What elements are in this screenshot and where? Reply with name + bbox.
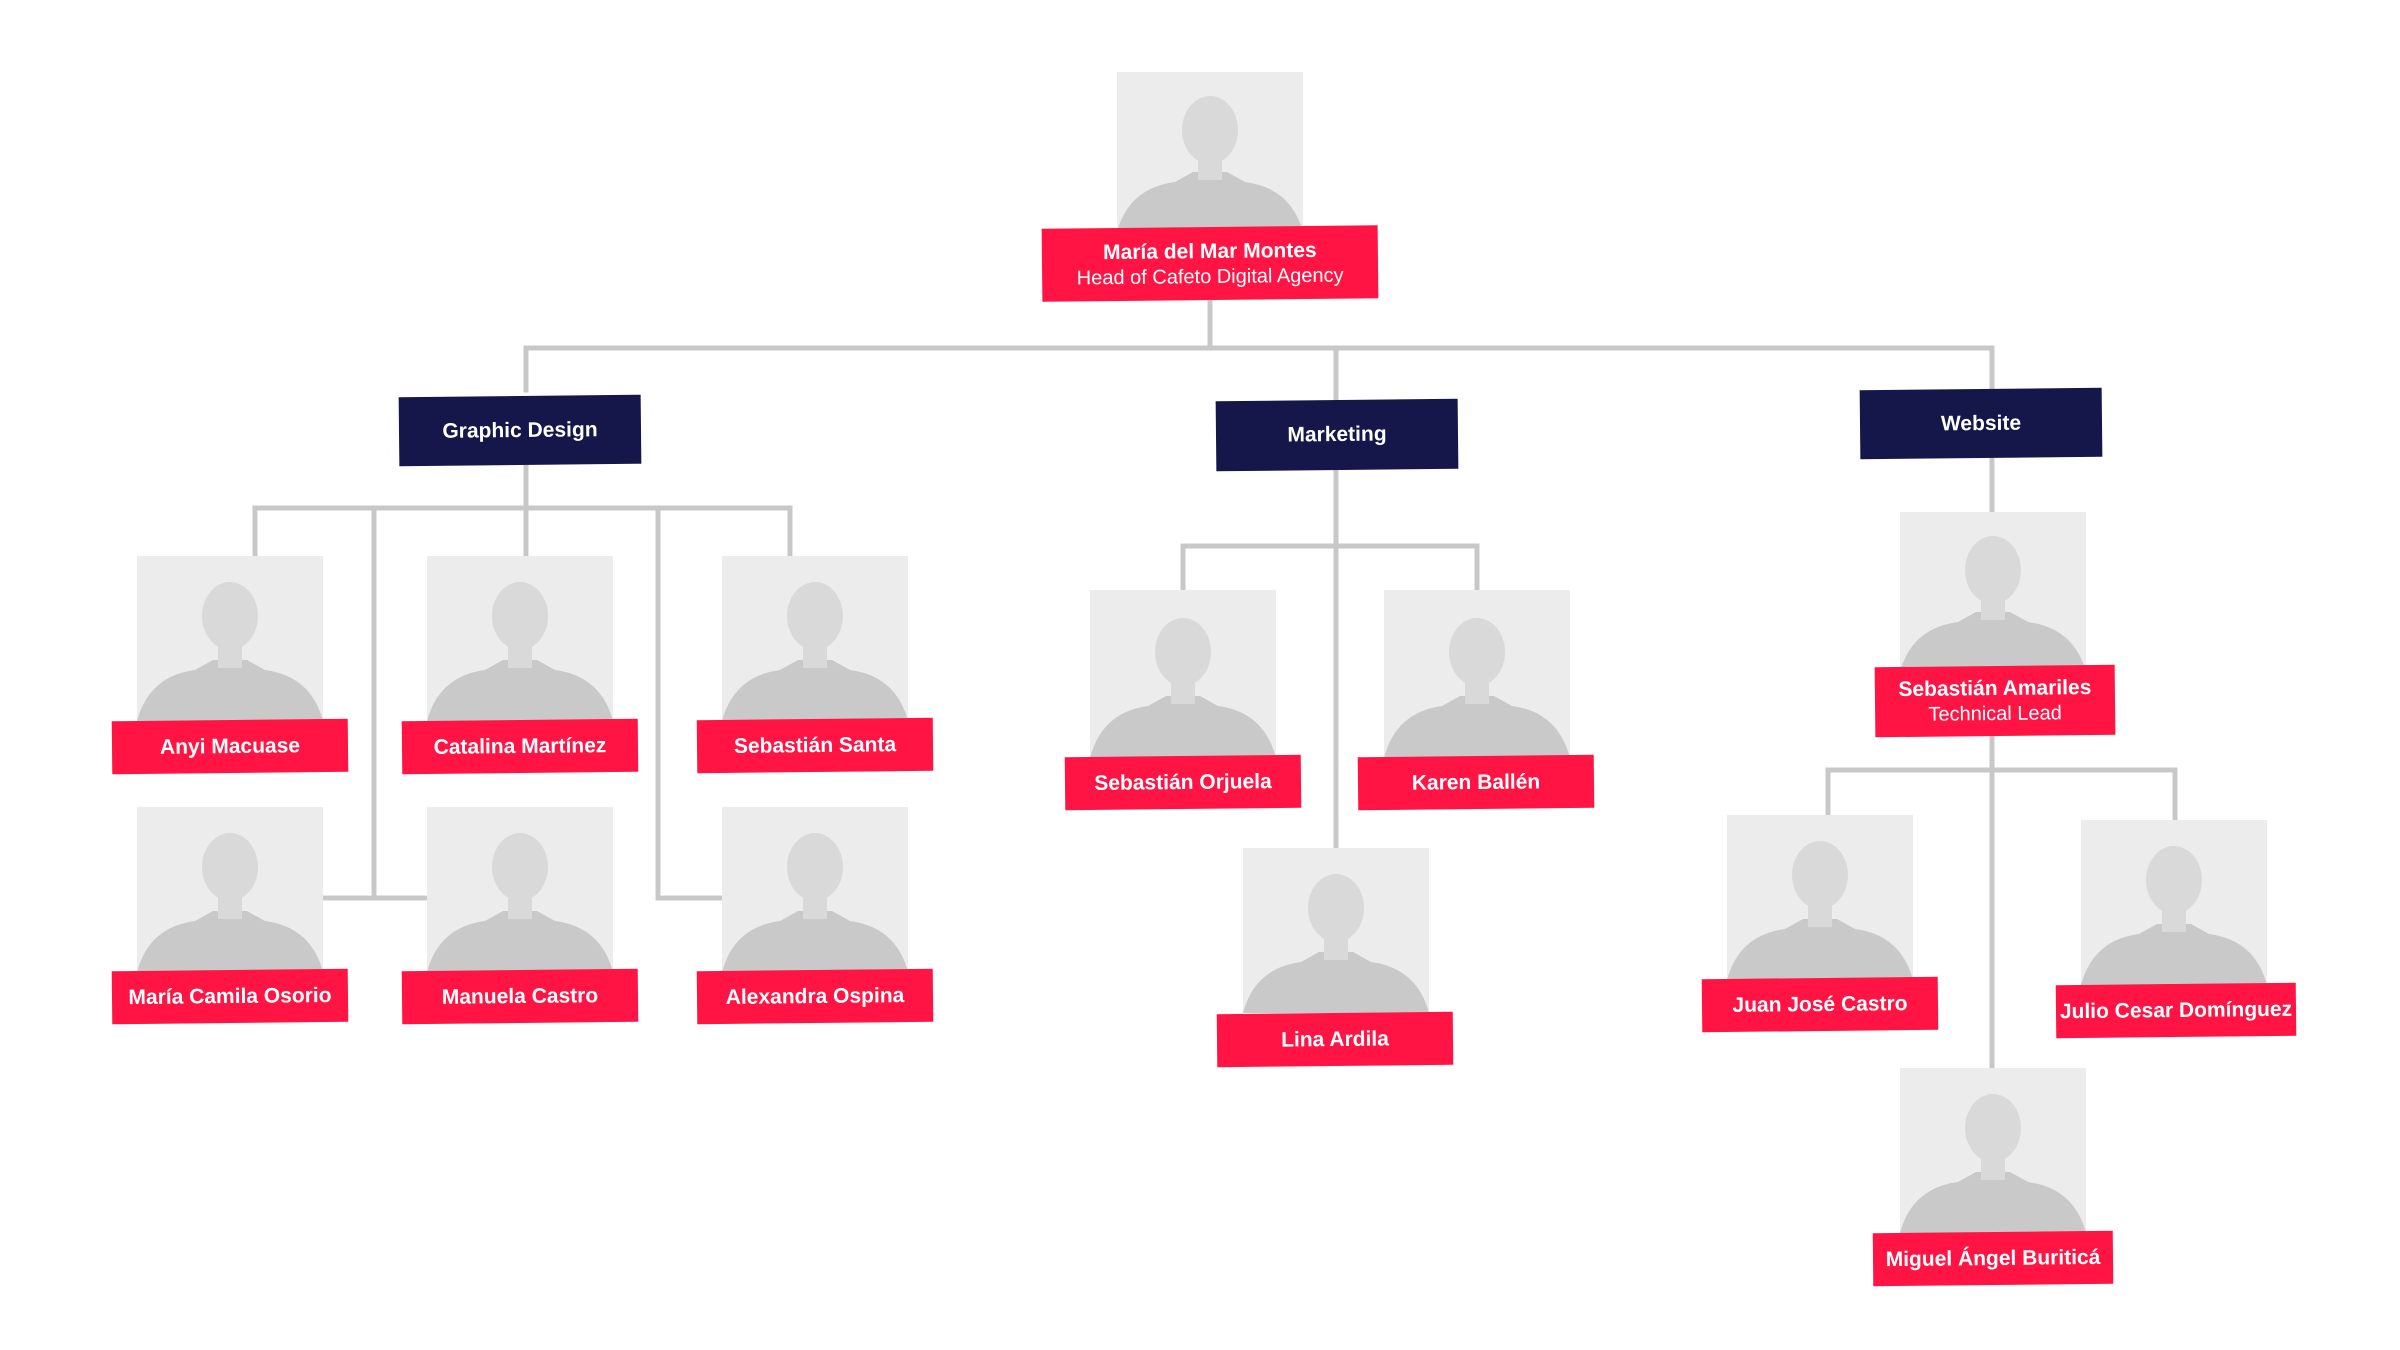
member-photo-alexandra-ospina [722,807,908,972]
member-name: Karen Ballén [1411,769,1541,795]
member-name: Julio Cesar Domínguez [2059,997,2293,1023]
member-label-karen-ballen: Karen Ballén [1357,754,1595,811]
head-name-label: María del Mar Montes Head of Cafeto Digi… [1041,225,1379,302]
member-photo-miguel-angel-buritica [1900,1068,2086,1233]
person-silhouette-icon [427,833,613,972]
member-photo-lina-ardila [1243,848,1429,1013]
member-photo-catalina-martinez [427,556,613,721]
person-silhouette-icon [137,582,323,721]
lead-role: Technical Lead [1928,702,2062,726]
member-label-sebastian-orjuela: Sebastián Orjuela [1064,754,1302,811]
person-silhouette-icon [1900,536,2086,672]
head-role: Head of Cafeto Digital Agency [1076,264,1344,289]
member-name: Catalina Martínez [433,733,607,759]
member-name: Sebastián Orjuela [1094,769,1272,795]
person-silhouette-icon [137,833,323,972]
member-name: Manuela Castro [441,983,599,1009]
department-graphic-design: Graphic Design [398,394,642,467]
member-label-julio-cesar-dominguez: Julio Cesar Domínguez [2055,982,2297,1039]
member-photo-anyi-macuase [137,556,323,721]
connector-to-alexandra [655,505,725,901]
connector-to-maria-camila [317,505,377,901]
member-label-miguel-angel-buritica: Miguel Ángel Buriticá [1872,1230,2114,1287]
member-name: Alexandra Ospina [725,983,905,1009]
member-name: Sebastián Santa [733,732,897,758]
member-photo-juan-jose-castro [1727,815,1913,980]
member-label-anyi-macuase: Anyi Macuase [111,718,349,775]
head-name: María del Mar Montes [1102,238,1317,264]
member-label-alexandra-ospina: Alexandra Ospina [696,968,934,1025]
member-photo-karen-ballen [1384,590,1570,758]
member-name: Lina Ardila [1281,1026,1389,1052]
connector-graphic-design-bar [252,505,793,558]
person-silhouette-icon [1727,841,1913,980]
connector-marketing-bar [1180,543,1480,593]
person-silhouette-icon [1243,874,1429,1013]
member-name: Juan José Castro [1732,991,1908,1017]
lead-label-sebastian-amariles: Sebastián Amariles Technical Lead [1874,664,2116,738]
connector-website-bar [1825,767,2178,823]
member-label-lina-ardila: Lina Ardila [1216,1011,1454,1068]
member-photo-sebastian-santa [722,556,908,721]
member-photo-maria-camila-osorio [137,807,323,972]
person-silhouette-icon [427,582,613,721]
member-label-maria-camila-osorio: María Camila Osorio [111,968,349,1025]
person-silhouette-icon [1090,618,1276,758]
member-photo-manuela-castro [427,807,613,972]
department-marketing: Marketing [1215,398,1459,472]
connector-departments-bar [523,345,1995,393]
person-silhouette-icon [1117,96,1303,232]
member-name: Miguel Ángel Buriticá [1885,1245,2101,1271]
head-photo [1117,72,1303,232]
person-silhouette-icon [1384,618,1570,758]
member-name: Anyi Macuase [159,733,301,759]
member-label-sebastian-santa: Sebastián Santa [696,717,934,774]
person-silhouette-icon [2081,846,2267,985]
lead-name: Sebastián Amariles [1898,675,2092,702]
member-label-manuela-castro: Manuela Castro [401,968,639,1025]
department-website: Website [1859,387,2103,460]
member-name: María Camila Osorio [128,983,332,1009]
lead-photo-sebastian-amariles [1900,512,2086,672]
person-silhouette-icon [722,582,908,721]
member-label-juan-jose-castro: Juan José Castro [1701,976,1939,1033]
member-label-catalina-martinez: Catalina Martínez [401,718,639,775]
member-photo-sebastian-orjuela [1090,590,1276,758]
person-silhouette-icon [1900,1094,2086,1233]
person-silhouette-icon [722,833,908,972]
member-photo-julio-cesar-dominguez [2081,820,2267,985]
